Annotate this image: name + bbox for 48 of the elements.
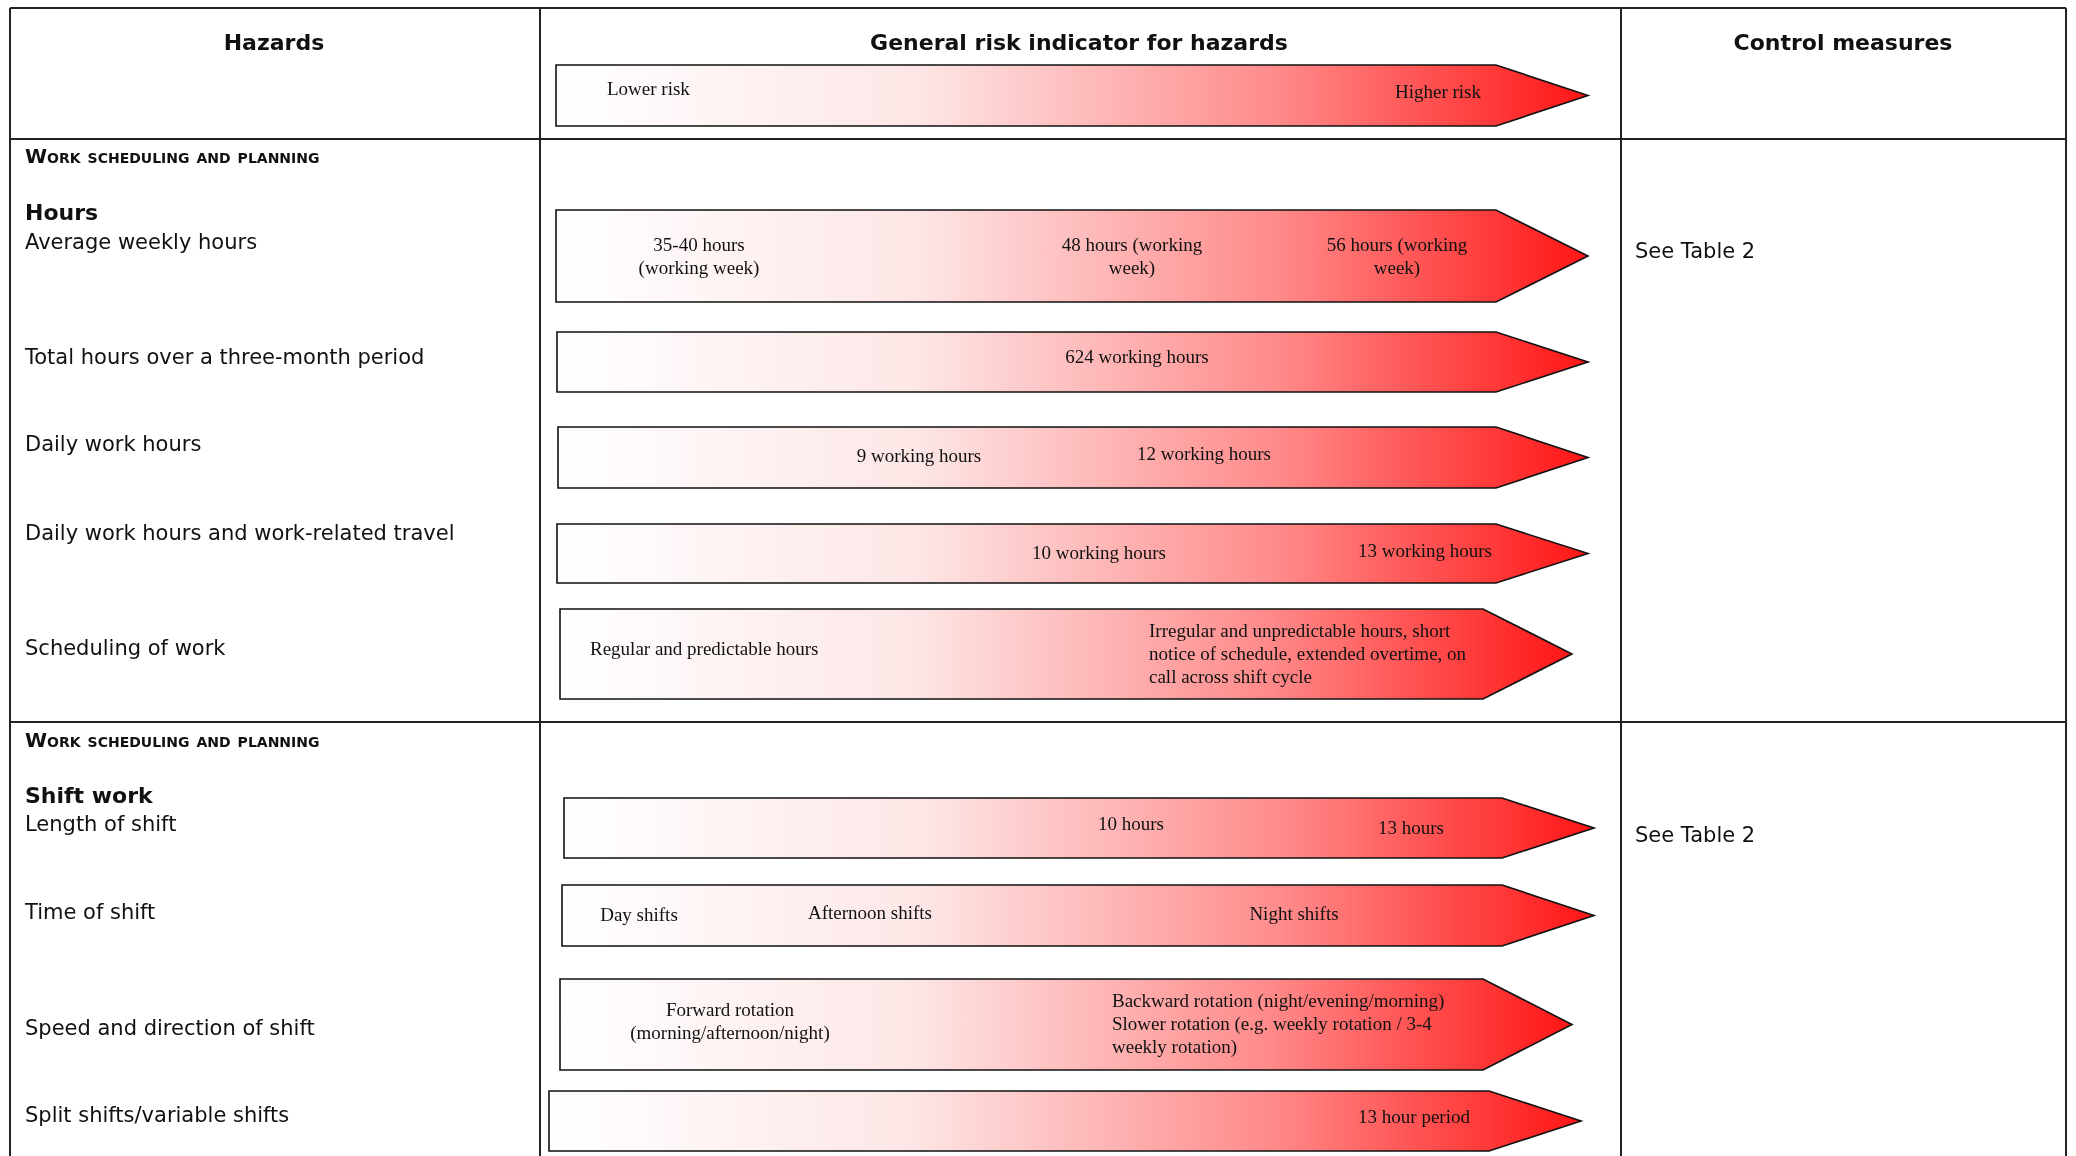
arrow-label: 12 working hours — [1136, 442, 1272, 466]
arrow-label: Forward rotation (morning/afternoon/night) — [629, 999, 831, 1045]
risk-scale-band — [555, 64, 1589, 127]
arrow-label: 10 working hours — [1031, 541, 1167, 565]
arrow-label: Lower risk — [607, 77, 690, 101]
arrow-label: Regular and predictable hours — [590, 637, 819, 661]
hazard-label: Scheduling of work — [25, 636, 226, 660]
section-heading: Work scheduling and planning — [25, 728, 320, 752]
hazard-label: Daily work hours — [25, 432, 202, 456]
arrow-label: 624 working hours — [1065, 345, 1209, 369]
risk-scale-band — [556, 523, 1589, 584]
arrow-label: 13 hour period — [1358, 1105, 1470, 1129]
arrow-label: Higher risk — [1395, 80, 1481, 104]
hazard-label: Split shifts/variable shifts — [25, 1103, 290, 1127]
control-measure-text: See Table 2 — [1635, 823, 1756, 847]
column-header: Control measures — [1733, 30, 1953, 55]
hazard-label: Daily work hours and work-related travel — [25, 521, 455, 545]
column-header: General risk indicator for hazards — [870, 30, 1288, 55]
risk-scale-band — [556, 331, 1589, 393]
risk-scale-band — [559, 608, 1573, 700]
arrow-label: 9 working hours — [856, 444, 982, 468]
risk-scale-band — [559, 978, 1573, 1071]
subsection-heading: Hours — [25, 200, 99, 225]
risk-scale-band — [557, 426, 1589, 489]
hazard-label: Average weekly hours — [25, 230, 258, 254]
hazard-label: Total hours over a three-month period — [25, 345, 425, 369]
control-measure-text: See Table 2 — [1635, 239, 1756, 263]
arrow-label: 56 hours (working week) — [1325, 234, 1469, 280]
hazard-label: Time of shift — [25, 900, 156, 924]
risk-scale-band — [548, 1090, 1582, 1152]
hazard-label: Length of shift — [25, 812, 177, 836]
arrow-label: Afternoon shifts — [808, 901, 932, 925]
arrow-label: 10 hours — [1098, 812, 1164, 836]
risk-scale-band — [561, 884, 1595, 947]
arrow-label: Day shifts — [600, 903, 678, 927]
arrow-label: Backward rotation (night/evening/morning) Slower rotation (e.g. weekly rotation / 3-4 weekly rotation) — [1112, 989, 1446, 1059]
subsection-heading: Shift work — [25, 783, 153, 808]
arrow-label: Night shifts — [1249, 902, 1339, 926]
arrow-label: 13 hours — [1378, 816, 1444, 840]
arrow-label: 13 working hours — [1357, 539, 1493, 563]
arrow-label: 48 hours (working week) — [1060, 234, 1204, 280]
arrow-label: Irregular and unpredictable hours, short notice of schedule, extended overtime, on call across shift cycle — [1149, 619, 1468, 689]
arrow-label: 35-40 hours (working week) — [637, 234, 761, 280]
hazard-label: Speed and direction of shift — [25, 1016, 315, 1040]
section-heading: Work scheduling and planning — [25, 144, 320, 168]
risk-scale-band — [563, 797, 1595, 859]
column-header: Hazards — [223, 30, 325, 55]
risk-scale-band — [555, 209, 1589, 303]
